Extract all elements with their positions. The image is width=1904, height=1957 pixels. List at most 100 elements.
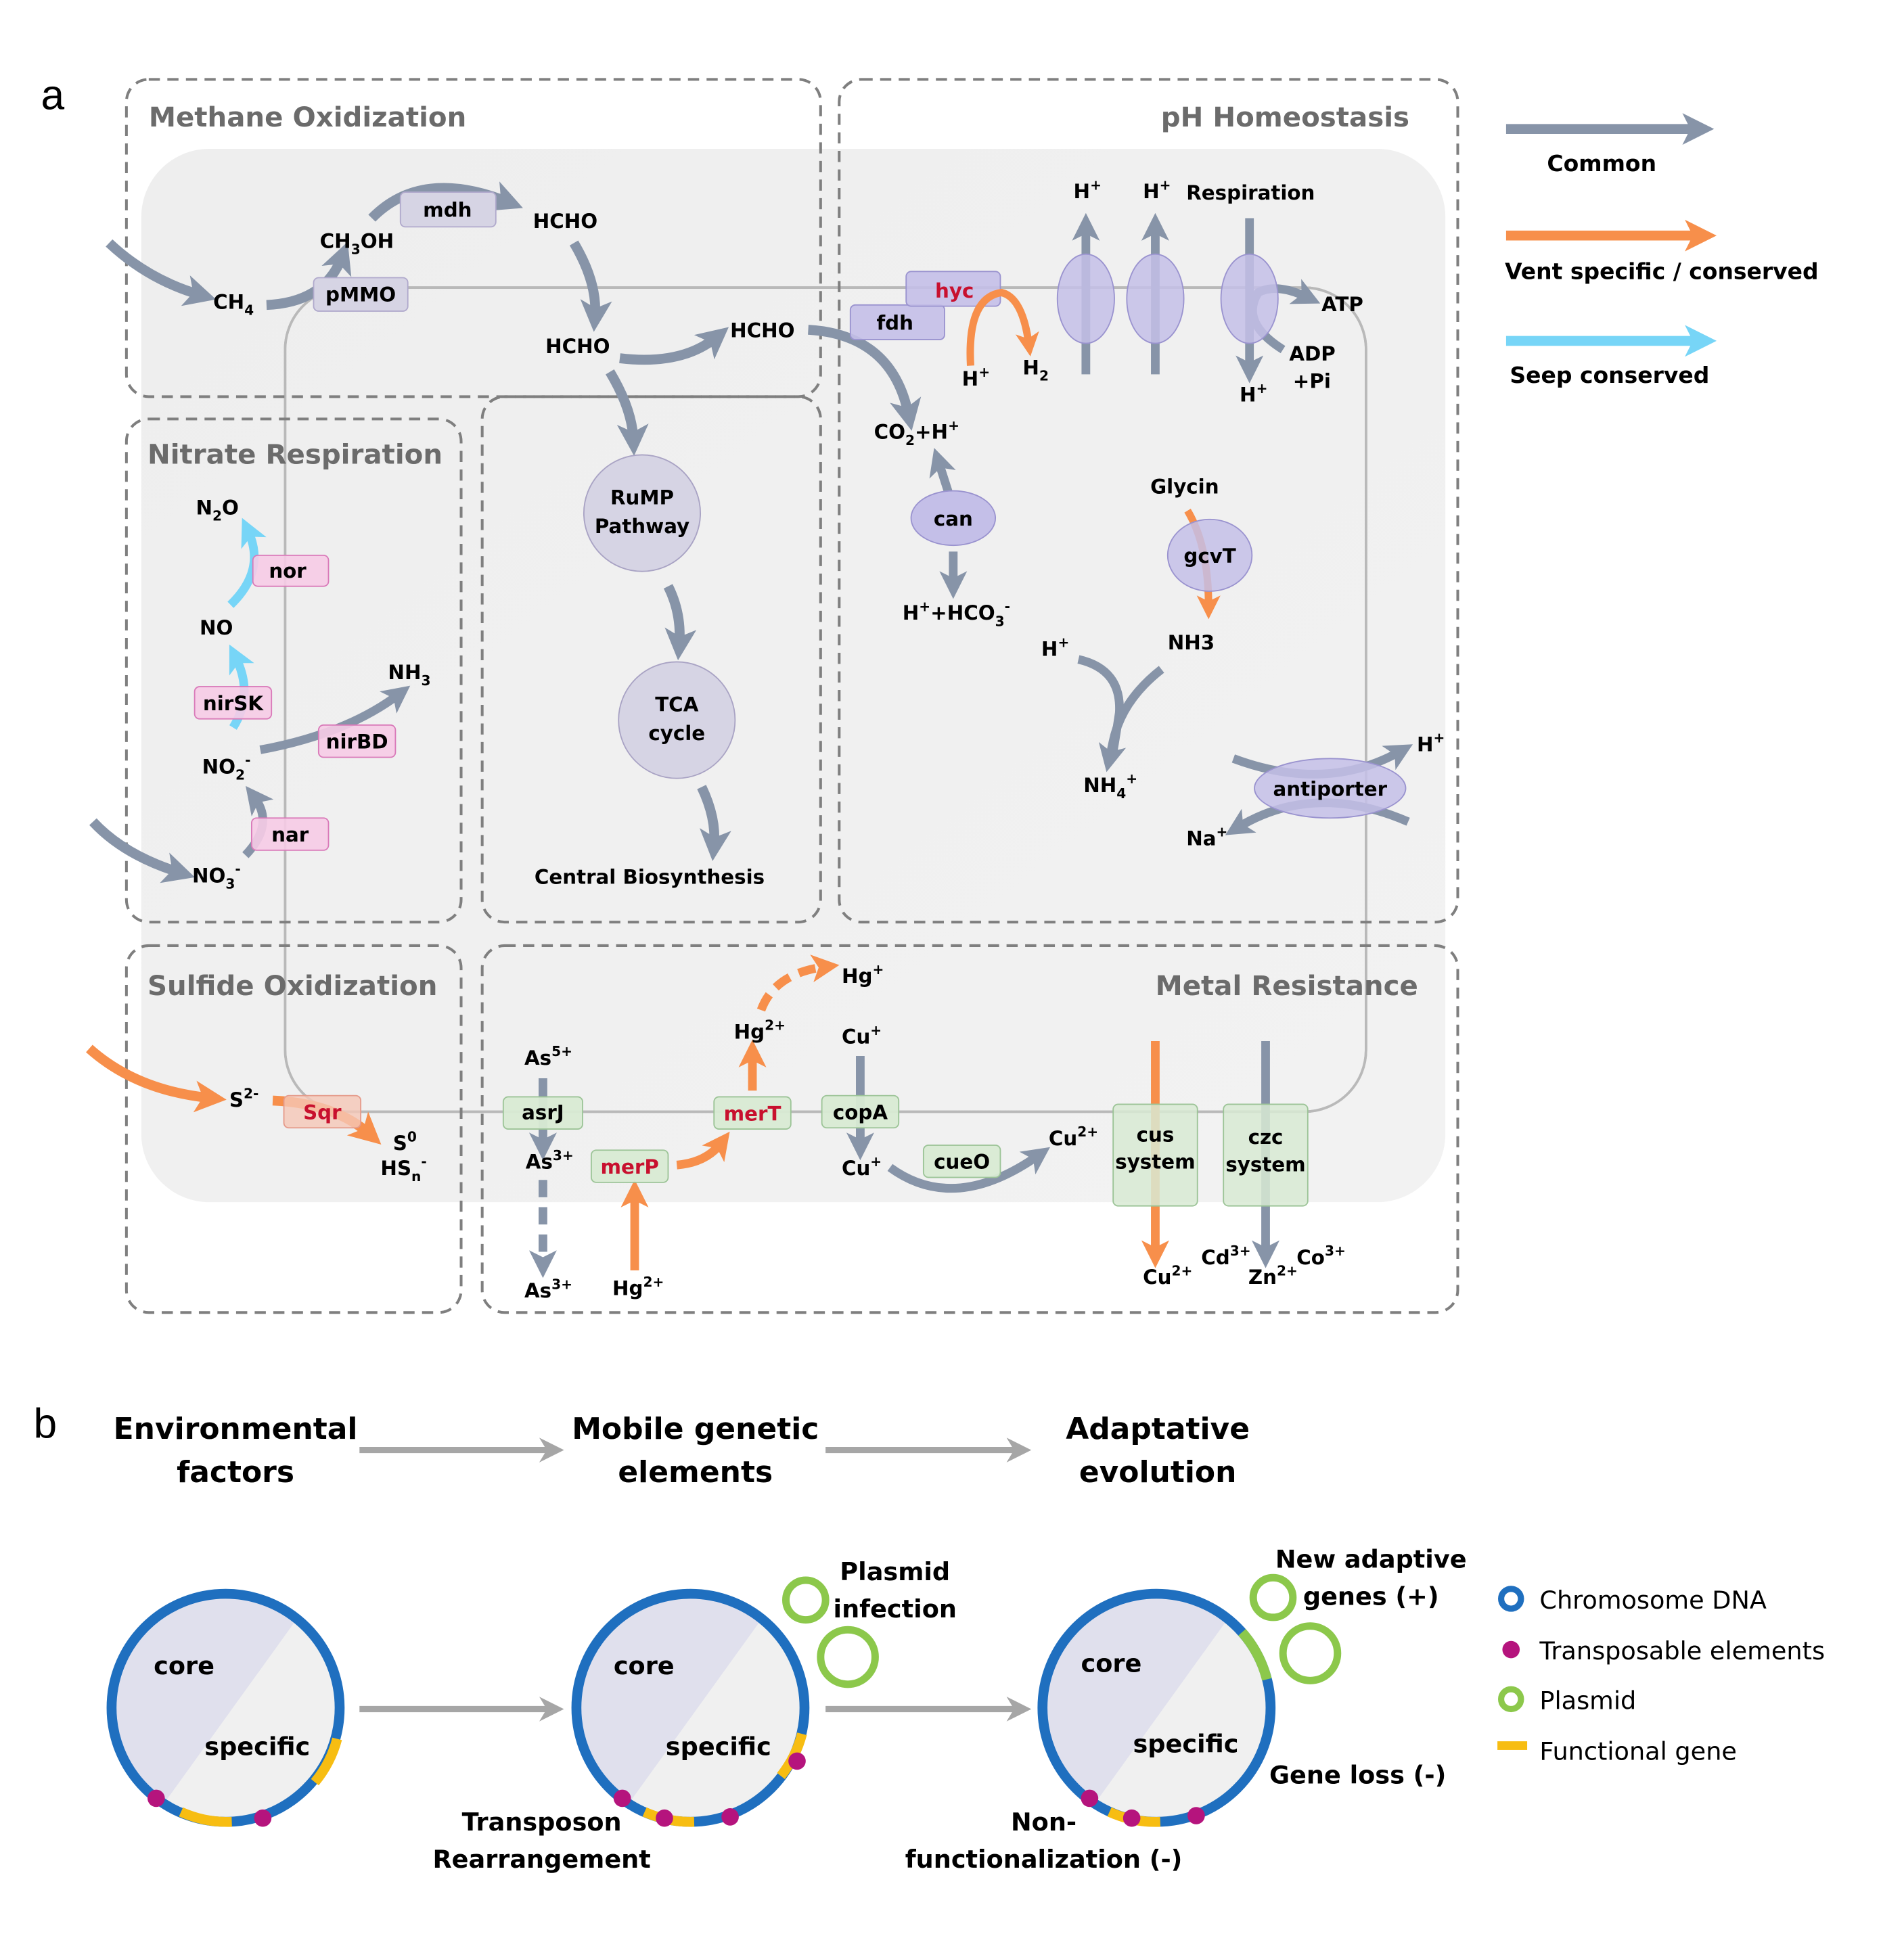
s0-label: S0 — [393, 1128, 417, 1155]
arrow-nh3-nh4 — [1098, 666, 1164, 773]
legend-chromosome-icon — [1498, 1586, 1524, 1612]
legend-plasmid-icon — [1498, 1686, 1524, 1713]
h-plus-resp: H+ — [1240, 380, 1267, 407]
cus-label-2: system — [1115, 1151, 1195, 1174]
pmmo-label: pMMO — [325, 283, 396, 306]
core-label: core — [614, 1651, 675, 1680]
na-label: Na+ — [1186, 824, 1227, 850]
transposon-dot — [1123, 1809, 1141, 1827]
arrow-can-co2 — [929, 448, 956, 497]
nor-label: nor — [269, 559, 307, 582]
legend-transposon-label: Transposable elements — [1539, 1636, 1825, 1665]
copa-label: copA — [833, 1101, 888, 1124]
nh4-label: NH4+ — [1083, 770, 1137, 802]
plasmid-ring — [817, 1626, 879, 1688]
antiporter-label: antiporter — [1273, 777, 1387, 800]
mdh-label: mdh — [423, 199, 472, 222]
step-2-line-1: Mobile genetic — [572, 1412, 819, 1446]
step-1-line-2: factors — [177, 1455, 294, 1490]
arrow-hyc-h2 — [966, 288, 1039, 366]
mdh-box — [399, 191, 497, 228]
specific-label: specific — [666, 1732, 771, 1761]
proton-pump-2 — [1126, 253, 1185, 344]
gcvt-label: gcvT — [1183, 545, 1236, 568]
cell-outer — [141, 148, 1446, 1203]
arrow-hcho2-hcho3 — [619, 327, 729, 365]
ch3oh-label: CH3OH — [320, 230, 394, 258]
can-label: can — [934, 507, 973, 530]
czc-system-box — [1223, 1103, 1309, 1207]
section-box-ph — [838, 78, 1459, 924]
transposon-dot — [656, 1809, 673, 1827]
section-title-ph: pH Homeostasis — [1161, 101, 1409, 133]
atp-synthase — [1220, 253, 1279, 344]
arrow-rump-tca — [663, 584, 697, 661]
transposon-dot — [721, 1808, 739, 1826]
zn2-label: Zn2+ — [1248, 1262, 1298, 1289]
legend-label-common: Common — [1547, 150, 1656, 177]
legend-b: Chromosome DNA Transposable elements Pla… — [1497, 1586, 1825, 1766]
nh3-label-nitrate: NH3 — [388, 661, 430, 689]
functional-gene-segment — [311, 1737, 342, 1786]
legend-functional-gene-label: Functional gene — [1539, 1737, 1737, 1766]
nor-box — [252, 554, 330, 587]
as3-out-label: As3+ — [524, 1276, 572, 1302]
h-plus-hyc: H+ — [962, 364, 990, 390]
arrow-s2-in — [86, 1044, 227, 1113]
nirsk-label: nirSK — [203, 692, 264, 715]
plasmid-infection-line-1: Plasmid — [840, 1557, 950, 1586]
arrow-ch4-in — [106, 239, 217, 306]
nirbd-label: nirBD — [326, 731, 388, 754]
transposon-line-1: Transposon — [462, 1808, 622, 1837]
cus-system-box — [1112, 1103, 1198, 1207]
plasmid-infection-line-2: infection — [834, 1594, 957, 1624]
hcho-3-label: HCHO — [730, 319, 794, 342]
legend-chromosome-label: Chromosome DNA — [1539, 1586, 1767, 1615]
section-title-sulfide: Sulfide Oxidization — [148, 970, 437, 1002]
arrow-hg2-hgplus — [756, 954, 840, 1012]
can-node — [910, 490, 997, 547]
glycin-label: Glycin — [1150, 475, 1219, 498]
fdh-box — [849, 304, 945, 341]
tca-label-2: cycle — [648, 722, 705, 745]
asrj-box — [502, 1096, 583, 1130]
merp-box — [590, 1149, 669, 1183]
methane-pathway: CH4 pMMO CH3OH mdh HCHO HCHO HCHO RuMP P… — [106, 181, 795, 888]
no3-label: NO3- — [192, 861, 241, 892]
ch4-label: CH4 — [213, 290, 254, 318]
czc-label-1: czc — [1248, 1126, 1284, 1149]
fdh-label: fdh — [876, 311, 913, 334]
sqr-box — [283, 1095, 362, 1129]
plasmid-ring — [1249, 1573, 1297, 1621]
h2-label: H2 — [1022, 356, 1049, 384]
tca-label-1: TCA — [655, 693, 698, 716]
cu2-out-label: Cu2+ — [1143, 1262, 1192, 1289]
hco3-label: H++HCO3- — [903, 598, 1010, 629]
copa-box — [821, 1095, 900, 1129]
transposon-dot — [1081, 1789, 1099, 1808]
panel-b-letter: b — [33, 1400, 57, 1447]
panel-a-letter: a — [41, 72, 64, 118]
mert-box — [713, 1096, 792, 1130]
section-box-methane-lower — [480, 395, 822, 924]
nar-label: nar — [271, 823, 309, 846]
gcvt-node — [1166, 518, 1253, 592]
step-1-line-1: Environmental — [114, 1412, 358, 1446]
specific-label: specific — [1133, 1730, 1238, 1759]
plasmid-ring — [782, 1576, 830, 1624]
cd3-label: Cd3+ — [1201, 1243, 1250, 1269]
rump-label-1: RuMP — [610, 486, 674, 509]
h-plus-nh: H+ — [1041, 634, 1069, 660]
h-plus-top-2: H+ — [1143, 177, 1171, 203]
proton-pump-1 — [1056, 253, 1115, 344]
rump-node — [583, 454, 702, 572]
hsn-label: HSn- — [380, 1153, 426, 1184]
pmmo-box — [313, 277, 409, 312]
nonfunc-line-2: functionalization (-) — [905, 1845, 1183, 1874]
cu-plus-top-label: Cu+ — [842, 1022, 882, 1049]
mert-label: merT — [724, 1102, 781, 1125]
section-title-nitrate: Nitrate Respiration — [148, 438, 443, 470]
nitrate-pathway: NO3- nar NO2- nirBD NH3 nirSK NO nor N2O — [89, 496, 430, 892]
arrow-hcho-co2 — [808, 325, 922, 431]
hg2-bottom-label: Hg2+ — [612, 1274, 664, 1300]
